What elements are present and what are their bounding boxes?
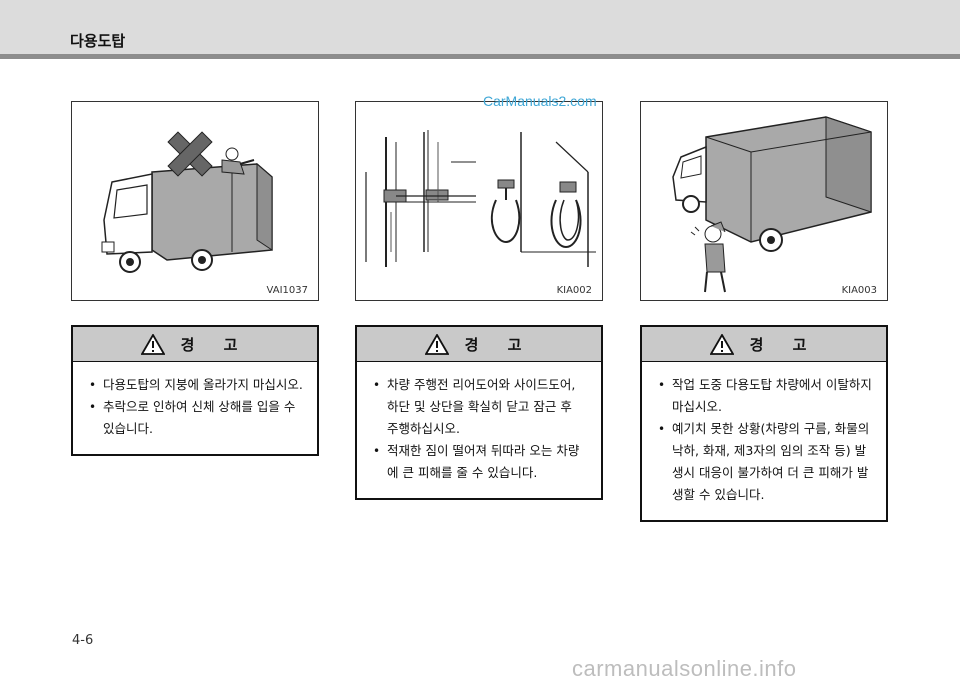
- warning-header: 경 고: [73, 327, 317, 362]
- warning-box: 경 고 다용도탑의 지붕에 올라가지 마십시오. 추락으로 인하여 신체 상해를…: [71, 325, 319, 456]
- warning-box: 경 고 작업 도중 다용도탑 차량에서 이탈하지 마십시오. 예기치 못한 상황…: [640, 325, 888, 522]
- warning-triangle-icon: [709, 333, 734, 355]
- warning-item: 다용도탑의 지붕에 올라가지 마십시오.: [89, 374, 303, 396]
- figure-code: KIA002: [556, 285, 592, 296]
- header-divider: [0, 54, 960, 59]
- warning-title: 경 고: [749, 335, 819, 354]
- figure-code: VAI1037: [266, 285, 308, 296]
- truck-person-illustration: [672, 116, 872, 293]
- page-title: 다용도탑: [70, 32, 126, 50]
- figure-do-not-leave-vehicle: KIA003: [640, 101, 888, 301]
- warning-item: 적재한 짐이 떨어져 뒤따라 오는 차량에 큰 피해를 줄 수 있습니다.: [373, 440, 587, 484]
- truck-roof-illustration: [101, 131, 273, 273]
- warning-item: 차량 주행전 리어도어와 사이드도어, 하단 및 상단을 확실히 닫고 잠근 후…: [373, 374, 587, 440]
- warning-header: 경 고: [357, 327, 601, 362]
- page-number: 4-6: [72, 633, 94, 648]
- figure-code: KIA003: [841, 285, 877, 296]
- figure-door-latches: KIA002: [355, 101, 603, 301]
- watermark-carmanualsonline: carmanualsonline.info: [572, 656, 797, 681]
- warning-body: 다용도탑의 지붕에 올라가지 마십시오. 추락으로 인하여 신체 상해를 입을 …: [73, 362, 317, 454]
- warning-triangle-icon: [140, 333, 165, 355]
- warning-body: 차량 주행전 리어도어와 사이드도어, 하단 및 상단을 확실히 닫고 잠근 후…: [357, 362, 601, 498]
- warning-item: 추락으로 인하여 신체 상해를 입을 수 있습니다.: [89, 396, 303, 440]
- door-latch-illustration: [365, 130, 596, 267]
- warning-title: 경 고: [180, 335, 250, 354]
- warning-title: 경 고: [464, 335, 534, 354]
- warning-item: 작업 도중 다용도탑 차량에서 이탈하지 마십시오.: [658, 374, 872, 418]
- warning-header: 경 고: [642, 327, 886, 362]
- warning-body: 작업 도중 다용도탑 차량에서 이탈하지 마십시오. 예기치 못한 상황(차량의…: [642, 362, 886, 520]
- watermark-carmanuals2: CarManuals2.com: [483, 93, 597, 109]
- page-header: 다용도탑: [0, 0, 960, 54]
- figure-no-climbing-roof: VAI1037: [71, 101, 319, 301]
- warning-triangle-icon: [424, 333, 449, 355]
- warning-item: 예기치 못한 상황(차량의 구름, 화물의 낙하, 화재, 제3자의 임의 조작…: [658, 418, 872, 506]
- warning-box: 경 고 차량 주행전 리어도어와 사이드도어, 하단 및 상단을 확실히 닫고 …: [355, 325, 603, 500]
